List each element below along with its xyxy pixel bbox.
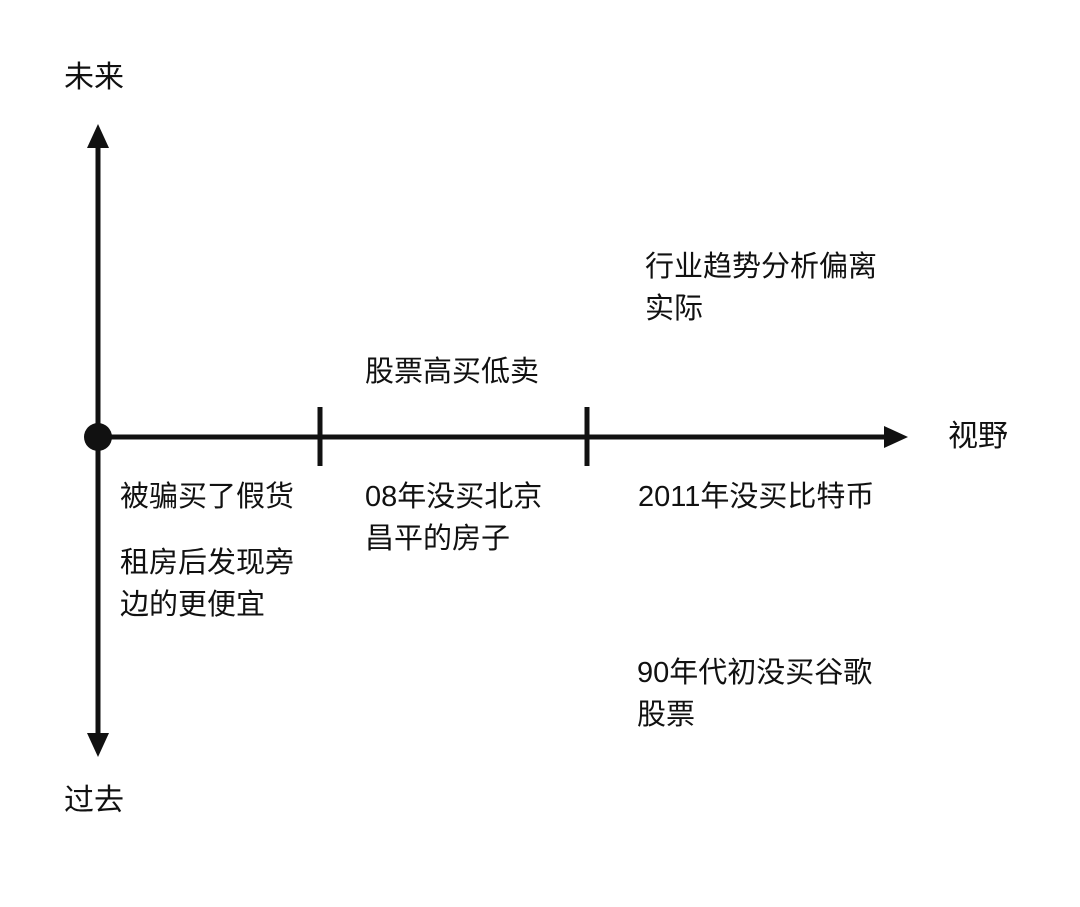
annotation-google-stock-90s: 90年代初没买谷歌 股票 (637, 657, 873, 732)
y-axis-bottom-arrowhead-icon (87, 733, 109, 757)
y-axis-top-label: 未来 (64, 61, 124, 94)
annotation-rent-cheaper-nearby: 租房后发现旁 边的更便宜 (120, 547, 295, 622)
annotation-beijing-changping-house: 08年没买北京 昌平的房子 (365, 481, 543, 556)
y-axis-top-arrowhead-icon (87, 124, 109, 148)
y-axis-bottom-label: 过去 (64, 784, 124, 817)
annotation-bitcoin-2011: 2011年没买比特币 (638, 481, 875, 513)
x-axis-right-arrowhead-icon (884, 426, 908, 448)
origin-dot (84, 423, 112, 451)
annotation-stock-high-buy-low-sell: 股票高买低卖 (365, 356, 540, 388)
x-axis-label: 视野 (948, 420, 1008, 453)
annotation-industry-trend: 行业趋势分析偏离 实际 (645, 251, 878, 326)
annotation-fake-goods: 被骗买了假货 (120, 481, 295, 513)
